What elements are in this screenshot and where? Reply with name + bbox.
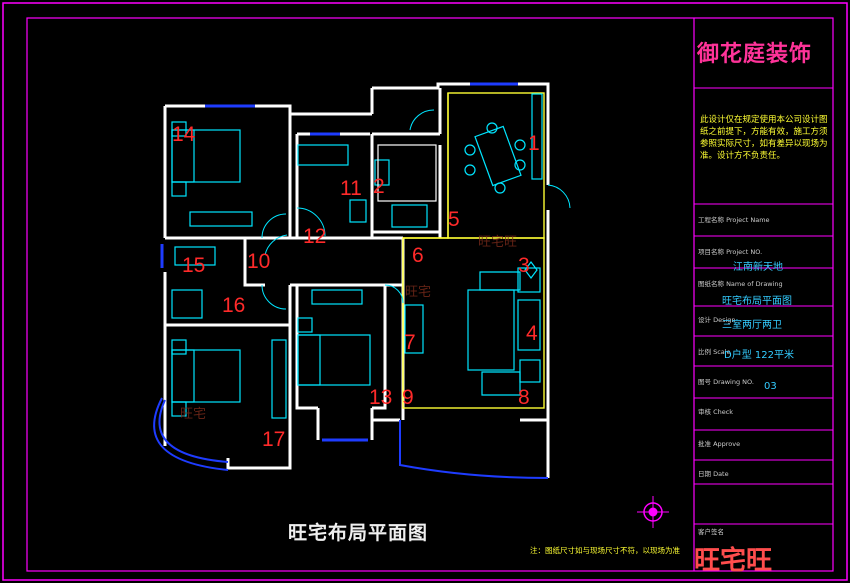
- room-number-3: 3: [518, 254, 530, 277]
- room-number-2: 2: [373, 175, 385, 198]
- walls: [163, 82, 550, 478]
- watermark-logo: 旺宅旺: [694, 546, 773, 576]
- room-number-11: 11: [340, 177, 362, 200]
- room-number-1: 1: [528, 132, 540, 155]
- room-number-9: 9: [402, 386, 414, 409]
- room-number-7: 7: [404, 331, 416, 354]
- title-block-label: 批准 Approve: [698, 440, 741, 448]
- title-block-label: 审核 Check: [698, 408, 734, 416]
- title-block-label: 日期 Date: [698, 470, 729, 478]
- room-number-10: 10: [247, 250, 270, 273]
- client-signature-label: 客户签名: [698, 528, 724, 536]
- company-name: 御花庭装饰: [697, 42, 813, 67]
- door-swings: [261, 109, 571, 310]
- zone-outline: [402, 92, 545, 409]
- title-block-value: 江南新天地: [733, 262, 783, 273]
- title-block-label: 图纸名称 Name of Drawing: [698, 280, 783, 288]
- title-block-label: 图号 Drawing NO.: [698, 378, 754, 386]
- room-number-6: 6: [412, 244, 424, 267]
- room-number-17: 17: [262, 428, 285, 451]
- title-block-value: D户型 122平米: [724, 350, 794, 361]
- design-note: 此设计仅在规定使用本公司设计图纸之前提下，方能有效，施工方须参照实际尺寸，如有差…: [700, 115, 828, 161]
- furniture: [171, 93, 543, 419]
- inline-watermark: 旺宅: [180, 407, 206, 422]
- title-block-label: 设计 Design: [698, 316, 736, 324]
- room-number-4: 4: [526, 322, 538, 345]
- room-number-5: 5: [448, 208, 460, 231]
- room-number-15: 15: [182, 254, 205, 277]
- plan-title: 旺宅布局平面图: [288, 522, 429, 544]
- inline-watermark: 旺宅旺: [478, 235, 517, 250]
- title-block-value: 旺宅布局平面图: [722, 296, 792, 307]
- title-block-label: 项目名称 Project NO.: [698, 248, 763, 256]
- inline-watermark: 旺宅: [405, 285, 431, 300]
- title-block-grid: [694, 87, 833, 525]
- room-number-8: 8: [518, 386, 530, 409]
- room-number-14: 14: [172, 123, 196, 146]
- windows: [153, 82, 549, 479]
- room-number-12: 12: [303, 225, 326, 248]
- room-number-16: 16: [222, 294, 245, 317]
- room-number-13: 13: [369, 386, 392, 409]
- title-block-label: 比例 Scale: [698, 348, 731, 356]
- title-block-value: 三室两厅两卫: [722, 320, 782, 331]
- compass-icon: [637, 496, 669, 528]
- title-block-value: 03: [764, 381, 777, 392]
- title-block-label: 工程名称 Project Name: [698, 216, 770, 224]
- plan-footnote: 注：图纸尺寸如与现场尺寸不符，以现场为准: [530, 546, 680, 555]
